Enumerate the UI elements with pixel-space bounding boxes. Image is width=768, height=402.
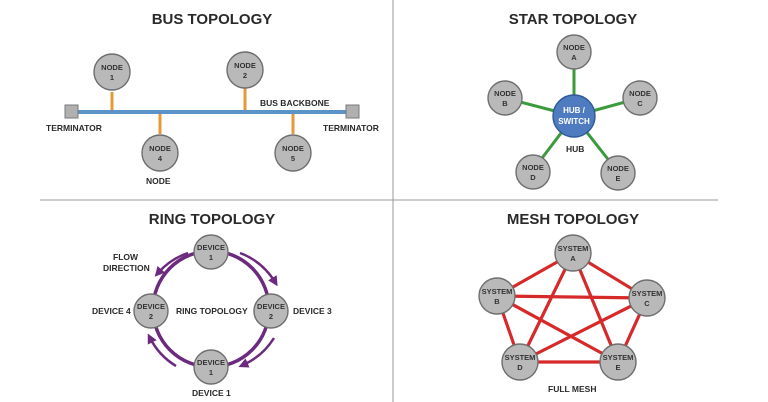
ring-flow-arrow-top-right bbox=[239, 251, 278, 287]
star-node-d-label: NODE bbox=[522, 163, 544, 172]
ring-node-bottom-label: DEVICE bbox=[197, 358, 225, 367]
ring-node-right-label: DEVICE bbox=[257, 302, 285, 311]
star-node-a: NODE A bbox=[556, 34, 592, 70]
star-node-c-label: NODE bbox=[629, 89, 651, 98]
mesh-link-a-e bbox=[571, 252, 620, 363]
mesh-node-c-letter: C bbox=[644, 299, 650, 308]
star-node-e: NODE E bbox=[600, 155, 636, 191]
mesh-node-a: SYSTEM A bbox=[554, 234, 592, 272]
ring-node-bottom: DEVICE 1 bbox=[193, 349, 229, 385]
star-node-c-letter: C bbox=[637, 99, 643, 108]
star-hub-label-line1: HUB / bbox=[563, 106, 586, 115]
bus-terminator-right-block bbox=[345, 104, 360, 119]
ring-title: RING TOPOLOGY bbox=[149, 211, 275, 228]
mesh-node-a-letter: A bbox=[570, 254, 576, 263]
star-node-c: NODE C bbox=[622, 80, 658, 116]
star-node-e-letter: E bbox=[615, 174, 620, 183]
bus-node-2-label: NODE bbox=[234, 61, 256, 70]
mesh-node-d: SYSTEM D bbox=[501, 343, 539, 381]
star-hub-label-line2: SWITCH bbox=[558, 117, 590, 126]
mesh-node-b-letter: B bbox=[494, 297, 500, 306]
ring-node-bottom-number: 1 bbox=[209, 368, 213, 377]
ring-node-top-number: 1 bbox=[209, 253, 213, 262]
star-node-d-letter: D bbox=[530, 173, 536, 182]
bus-node-caption: NODE bbox=[146, 176, 171, 186]
bus-terminator-left-label: TERMINATOR bbox=[46, 123, 102, 133]
star-hub: HUB / SWITCH bbox=[552, 94, 596, 138]
mesh-node-d-letter: D bbox=[517, 363, 523, 372]
mesh-title: MESH TOPOLOGY bbox=[507, 211, 639, 228]
ring-node-right: DEVICE 2 bbox=[253, 293, 289, 329]
star-node-a-label: NODE bbox=[563, 43, 585, 52]
star-node-b: NODE B bbox=[487, 80, 523, 116]
star-node-a-letter: A bbox=[571, 53, 577, 62]
ring-node-top-label: DEVICE bbox=[197, 243, 225, 252]
bus-backbone-label: BUS BACKBONE bbox=[260, 98, 330, 108]
star-title: STAR TOPOLOGY bbox=[509, 11, 638, 28]
ring-device-4-label: DEVICE 4 bbox=[92, 306, 131, 316]
bus-node-4-number: 4 bbox=[158, 154, 163, 163]
ring-node-left-number: 2 bbox=[149, 312, 153, 321]
mesh-node-c-label: SYSTEM bbox=[632, 289, 663, 298]
ring-flow-arrow-top-left bbox=[154, 251, 189, 277]
bus-node-1-label: NODE bbox=[101, 63, 123, 72]
ring-device-3-label: DEVICE 3 bbox=[293, 306, 332, 316]
mesh-node-e-label: SYSTEM bbox=[603, 353, 634, 362]
mesh-node-c: SYSTEM C bbox=[628, 279, 666, 317]
bus-terminator-left-block bbox=[64, 104, 79, 119]
bus-terminator-right-label: TERMINATOR bbox=[323, 123, 379, 133]
mesh-node-d-label: SYSTEM bbox=[505, 353, 536, 362]
bus-node-5-label: NODE bbox=[282, 144, 304, 153]
bus-node-1: NODE 1 bbox=[93, 53, 131, 91]
star-topology-panel: STAR TOPOLOGY NODE A NODE B NODE C NODE … bbox=[487, 11, 658, 191]
mesh-node-a-label: SYSTEM bbox=[558, 244, 589, 253]
mesh-caption: FULL MESH bbox=[548, 384, 596, 394]
bus-title: BUS TOPOLOGY bbox=[152, 11, 273, 28]
ring-device-1-label: DEVICE 1 bbox=[192, 388, 231, 398]
bus-node-2-number: 2 bbox=[243, 71, 247, 80]
mesh-topology-panel: MESH TOPOLOGY SYSTEM A SYSTEM B SYSTEM bbox=[478, 211, 666, 394]
star-node-e-label: NODE bbox=[607, 164, 629, 173]
mesh-link-c-d bbox=[519, 296, 648, 364]
star-node-b-label: NODE bbox=[494, 89, 516, 98]
mesh-node-e-letter: E bbox=[615, 363, 620, 372]
bus-topology-panel: BUS TOPOLOGY NODE 1 NODE 2 NODE 4 NODE 5 bbox=[46, 11, 379, 186]
bus-node-5: NODE 5 bbox=[274, 134, 312, 172]
ring-center-label: RING TOPOLOGY bbox=[176, 306, 248, 316]
star-node-b-letter: B bbox=[502, 99, 508, 108]
ring-node-left: DEVICE 2 bbox=[133, 293, 169, 329]
mesh-node-b: SYSTEM B bbox=[478, 277, 516, 315]
star-node-d: NODE D bbox=[515, 154, 551, 190]
mesh-node-e: SYSTEM E bbox=[599, 343, 637, 381]
ring-node-left-label: DEVICE bbox=[137, 302, 165, 311]
mesh-link-b-e bbox=[496, 294, 619, 364]
ring-node-right-number: 2 bbox=[269, 312, 273, 321]
ring-flow-arrow-bottom-right bbox=[238, 337, 276, 368]
ring-node-top: DEVICE 1 bbox=[193, 234, 229, 270]
bus-node-4: NODE 4 bbox=[141, 134, 179, 172]
mesh-link-b-c bbox=[496, 294, 648, 300]
bus-node-2: NODE 2 bbox=[226, 51, 264, 89]
mesh-link-a-d bbox=[518, 252, 575, 363]
ring-topology-panel: RING TOPOLOGY DEVICE 1 DEVICE 2 DEVICE 2… bbox=[92, 211, 332, 398]
star-hub-caption: HUB bbox=[566, 144, 584, 154]
bus-node-1-number: 1 bbox=[110, 73, 114, 82]
bus-node-4-label: NODE bbox=[149, 144, 171, 153]
bus-node-5-number: 5 bbox=[291, 154, 295, 163]
ring-flow-label-line2: DIRECTION bbox=[103, 263, 150, 273]
ring-flow-arrow-bottom-left bbox=[147, 333, 177, 368]
mesh-node-b-label: SYSTEM bbox=[482, 287, 513, 296]
ring-flow-label-line1: FLOW bbox=[113, 252, 139, 262]
